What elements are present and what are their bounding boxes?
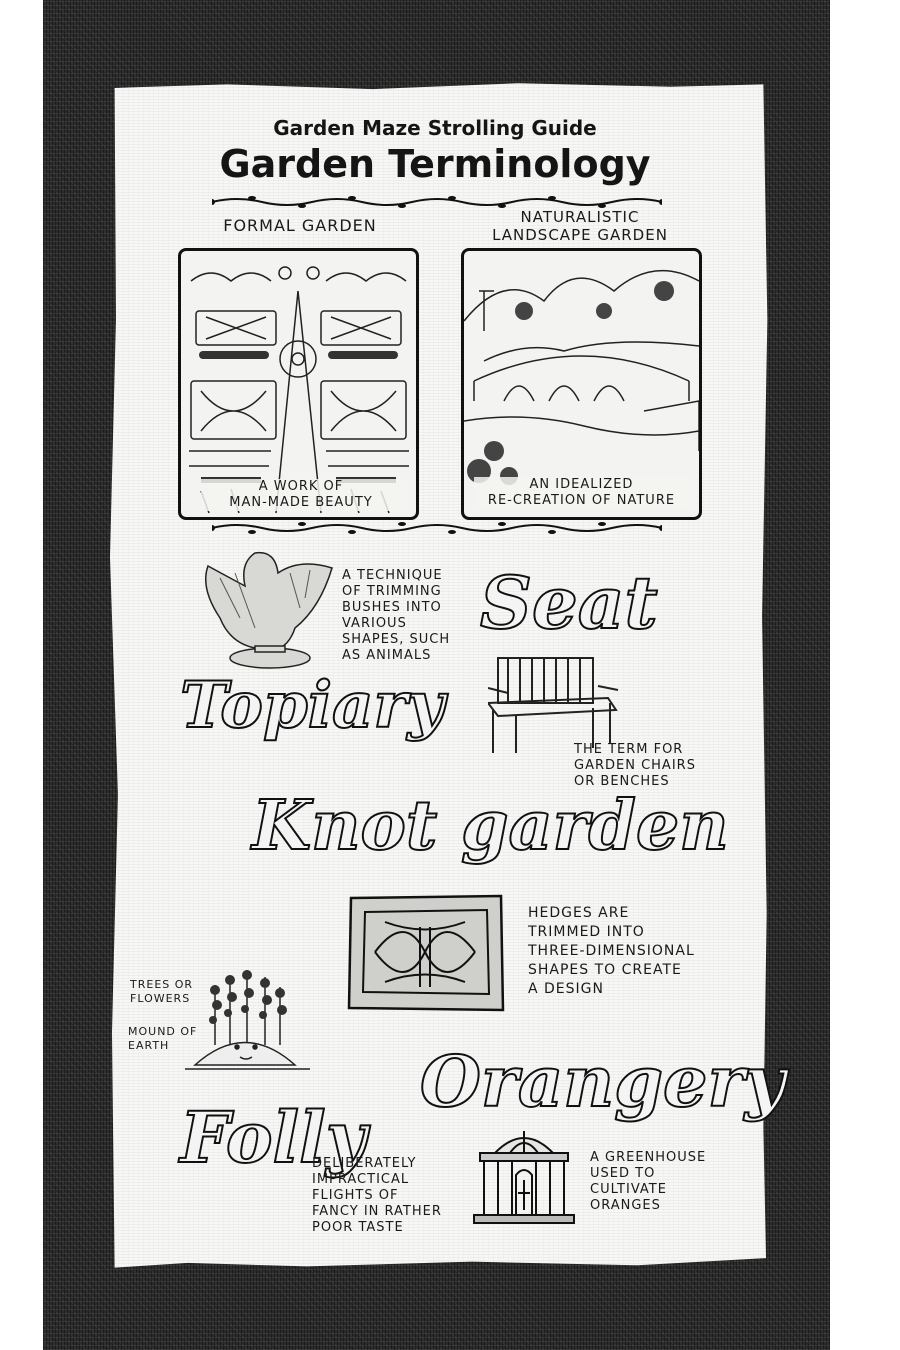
vine-divider-bottom [212, 522, 662, 534]
folly-heading: Folly [179, 1095, 367, 1180]
topiary-description: A TECHNIQUE OF TRIMMING BUSHES INTO VARI… [342, 568, 451, 663]
topiary-heading: Topiary [179, 667, 445, 744]
knot-garden-illustration [347, 894, 505, 1012]
formal-garden-label: FORMAL GARDEN [223, 216, 377, 235]
page-subtitle: Garden Maze Strolling Guide [273, 116, 597, 140]
page-title: Garden Terminology [219, 142, 651, 186]
knot-garden-heading: Knot garden [251, 785, 730, 867]
folly-mound-illustration [185, 970, 310, 1070]
folly-label-mound: MOUND OF EARTH [128, 1025, 198, 1052]
seat-heading: Seat [479, 559, 659, 646]
formal-garden-caption: A WORK OF MAN-MADE BEAUTY [201, 479, 401, 511]
vine-divider-top [212, 196, 662, 208]
knot-garden-description: HEDGES ARE TRIMMED INTO THREE-DIMENSIONA… [528, 905, 695, 997]
folly-description: DELIBERATELY IMPRACTICAL FLIGHTS OF FANC… [312, 1156, 442, 1235]
orangery-greenhouse-illustration [473, 1131, 575, 1224]
naturalistic-garden-label: NATURALISTIC LANDSCAPE GARDEN [492, 208, 668, 244]
orangery-description: A GREENHOUSE USED TO CULTIVATE ORANGES [590, 1150, 707, 1213]
seat-description: THE TERM FOR GARDEN CHAIRS OR BENCHES [574, 742, 696, 789]
folly-label-trees: TREES OR FLOWERS [130, 978, 194, 1005]
formal-garden-illustration [189, 266, 409, 514]
orangery-heading: Orangery [419, 1039, 786, 1124]
bench-illustration [488, 657, 619, 753]
topiary-bird-illustration [205, 551, 333, 669]
naturalistic-garden-caption: AN IDEALIZED RE-CREATION OF NATURE [474, 477, 689, 509]
formal-garden-panel: A WORK OF MAN-MADE BEAUTY [178, 248, 419, 520]
naturalistic-garden-panel: AN IDEALIZED RE-CREATION OF NATURE [461, 248, 702, 520]
